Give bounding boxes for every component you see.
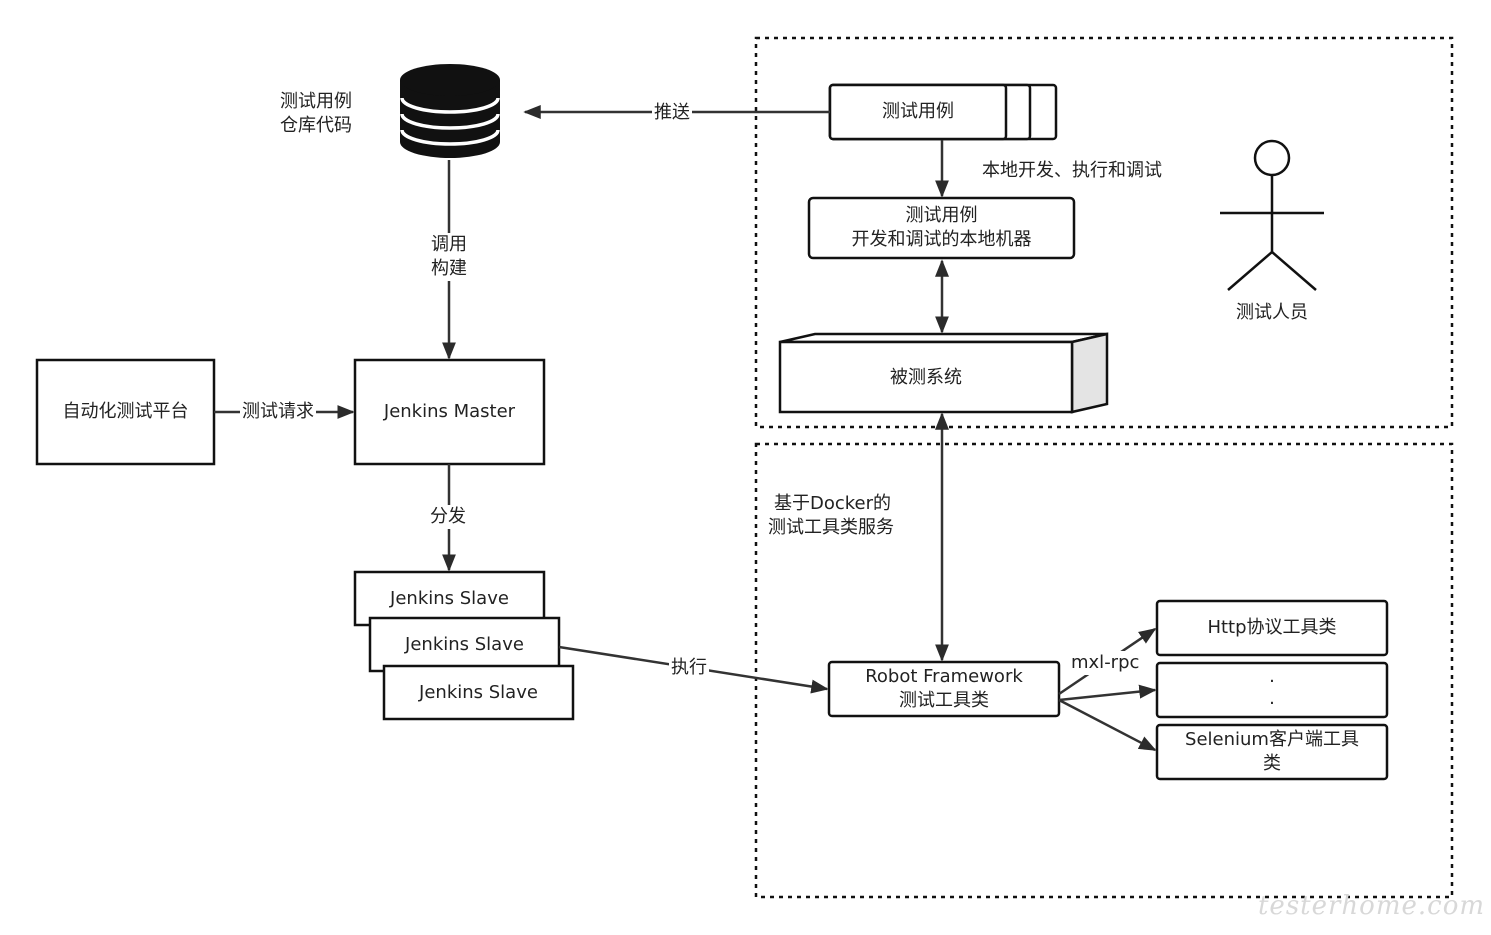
tester-label: 测试人员 <box>1236 302 1308 323</box>
jenkins-slave-box-3 <box>382 664 575 721</box>
local-dev-label: 本地开发、执行和调试 <box>982 160 1162 181</box>
jenkins-slave-box-1 <box>353 570 546 627</box>
docker-services-region <box>754 442 1454 899</box>
rpc-selenium-arrow <box>1058 698 1157 752</box>
http-tool-box <box>1155 599 1389 657</box>
dispatch-label: 分发 <box>428 505 468 529</box>
jenkins-master-box <box>353 358 546 466</box>
ellipsis-tool-box <box>1155 661 1389 719</box>
jenkins-slave-label-2: Jenkins Slave <box>405 634 524 655</box>
local-dev-region <box>754 36 1454 429</box>
rpc-ellipsis-arrow <box>1058 684 1157 702</box>
robot-framework-box <box>827 660 1061 718</box>
jenkins-slave-label-3: Jenkins Slave <box>419 682 538 703</box>
http-tool-label: Http协议工具类 <box>1207 617 1337 638</box>
local-machine-label: 测试用例 开发和调试的本地机器 <box>851 205 1032 250</box>
sut-box <box>778 332 1109 414</box>
docker-label: 基于Docker的 测试工具类服务 <box>768 493 894 538</box>
execute-label: 执行 <box>669 656 709 680</box>
platform-label: 自动化测试平台 <box>62 401 189 422</box>
selenium-tool-box <box>1155 723 1389 781</box>
push-label: 推送 <box>652 101 692 125</box>
robot-framework-label: Robot Framework 测试工具类 <box>865 666 1023 711</box>
repo-label: 测试用例 仓库代码 <box>280 91 352 136</box>
selenium-tool-label: Selenium客户端工具 类 <box>1185 729 1359 774</box>
ellipsis-tool-label: . . <box>1269 666 1275 709</box>
database-icon <box>400 64 500 158</box>
testcase-stack <box>828 83 1058 141</box>
jenkins-master-label: Jenkins Master <box>383 401 516 422</box>
tester-figure-icon <box>1220 139 1324 291</box>
sut-label: 被测系统 <box>890 367 962 388</box>
test-request-label: 测试请求 <box>240 400 316 424</box>
jenkins-slave-box-2 <box>368 616 561 673</box>
rpc-label: mxl-rpc <box>1069 651 1142 675</box>
local-machine-box <box>807 196 1076 260</box>
invoke-build-label: 调用 构建 <box>423 233 475 281</box>
testcase-stack-label: 测试用例 <box>882 101 954 122</box>
watermark: testerhome.com <box>1257 891 1485 921</box>
platform-box <box>35 358 216 466</box>
jenkins-slave-label-1: Jenkins Slave <box>390 588 509 609</box>
